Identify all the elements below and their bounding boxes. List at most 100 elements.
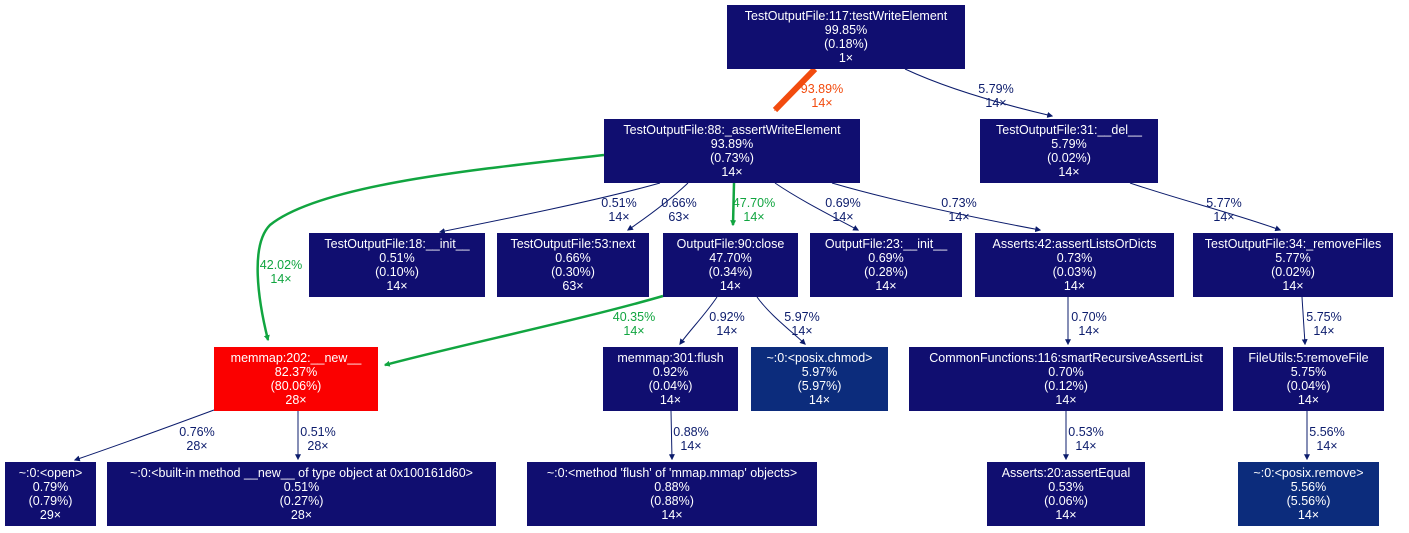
node-func: TestOutputFile:18:__init__ [324, 237, 470, 251]
edge-percentage: 5.75% [1306, 310, 1342, 324]
edge-percentage: 42.02% [259, 258, 303, 272]
edge-n_flush-to-n_mmap_flush [668, 410, 675, 461]
node-calls: 14× [1297, 508, 1320, 522]
edge-label: 0.51%14× [601, 196, 636, 224]
node-memmap-new[interactable]: memmap:202:__new__82.37%(80.06%)28× [214, 347, 378, 411]
edge-label: 0.88%14× [673, 425, 708, 453]
node-self: (0.34%) [708, 265, 753, 279]
node-self: (5.56%) [1286, 494, 1331, 508]
node-func: memmap:301:flush [617, 351, 724, 365]
node-self: (0.02%) [1271, 265, 1315, 279]
node-total: 0.88% [654, 480, 690, 494]
node-func: memmap:202:__new__ [230, 351, 362, 365]
node-func: TestOutputFile:34:_removeFiles [1204, 237, 1382, 251]
node-total: 0.53% [1048, 480, 1084, 494]
edge-percentage: 0.92% [709, 310, 745, 324]
edge-percentage: 0.70% [1071, 310, 1107, 324]
node-calls: 14× [1063, 279, 1086, 293]
edge-label: 0.70%14× [1071, 310, 1106, 338]
edge-label: 0.76%28× [179, 425, 214, 453]
edge-calls: 14× [811, 96, 833, 110]
node-builtin-new[interactable]: ~:0:<built-in method __new__ of type obj… [107, 462, 496, 526]
edge-percentage: 40.35% [612, 310, 656, 324]
edge-calls: 28× [307, 439, 329, 453]
node-total: 5.97% [801, 365, 838, 379]
node-func: TestOutputFile:53:next [510, 237, 636, 251]
node-total: 0.73% [1056, 251, 1093, 265]
node-total: 0.69% [868, 251, 904, 265]
edge-n_root-to-n_assert [772, 66, 818, 113]
node-calls: 14× [1297, 393, 1320, 407]
node-calls: 28× [290, 508, 313, 522]
node-total: 5.79% [1051, 137, 1087, 151]
node-func: CommonFunctions:116:smartRecursiveAssert… [929, 351, 1203, 365]
edge-label: 0.92%14× [709, 310, 744, 338]
node-total: 0.92% [652, 365, 689, 379]
edge-n_assert-to-n_init18 [438, 182, 661, 235]
edge-label: 5.75%14× [1306, 310, 1341, 338]
node-test-init[interactable]: TestOutputFile:18:__init__0.51%(0.10%)14… [309, 233, 485, 297]
node-del[interactable]: TestOutputFile:31:__del__5.79%(0.02%)14× [980, 119, 1158, 183]
node-calls: 14× [808, 393, 831, 407]
edge-label: 0.51%28× [300, 425, 335, 453]
node-total: 0.70% [1048, 365, 1084, 379]
edge-label: 93.89%14× [801, 82, 843, 110]
node-smart-recursive-assert[interactable]: CommonFunctions:116:smartRecursiveAssert… [909, 347, 1223, 411]
edge-calls: 14× [791, 324, 813, 338]
node-func: TestOutputFile:88:_assertWriteElement [623, 123, 841, 137]
edge-percentage: 5.56% [1309, 425, 1345, 439]
edge-percentage: 5.79% [978, 82, 1014, 96]
node-calls: 14× [875, 279, 897, 293]
edge-calls: 63× [668, 210, 690, 224]
node-total: 99.85% [824, 23, 868, 37]
edge-n_root-to-n_del [904, 68, 1054, 118]
edge-n_close-to-n_chmod [756, 296, 806, 345]
node-self: (0.79%) [28, 494, 73, 508]
node-output-init[interactable]: OutputFile:23:__init__0.69%(0.28%)14× [810, 233, 962, 297]
edge-n_memnew-to-n_open [73, 409, 215, 462]
edge-calls: 14× [1213, 210, 1235, 224]
node-posix-chmod[interactable]: ~:0:<posix.chmod>5.97%(5.97%)14× [751, 347, 888, 411]
edge-label: 0.73%14× [941, 196, 976, 224]
edge-label: 0.66%63× [661, 196, 696, 224]
node-mmap-flush-method[interactable]: ~:0:<method 'flush' of 'mmap.mmap' objec… [527, 462, 817, 526]
node-self: (5.97%) [797, 379, 842, 393]
edge-n_assert-to-n_memnew [256, 153, 605, 342]
edge-calls: 14× [1313, 324, 1335, 338]
node-self: (0.02%) [1047, 151, 1091, 165]
edge-calls: 14× [948, 210, 970, 224]
node-calls: 28× [285, 393, 307, 407]
node-total: 93.89% [710, 137, 754, 151]
edge-calls: 14× [1316, 439, 1338, 453]
node-calls: 14× [1058, 165, 1080, 179]
node-total: 5.56% [1290, 480, 1327, 494]
node-total: 5.75% [1290, 365, 1327, 379]
edge-n_remove_files-to-n_remove_file [1301, 296, 1308, 346]
node-func: Asserts:20:assertEqual [1001, 466, 1131, 480]
node-self: (0.28%) [864, 265, 908, 279]
edge-percentage: 0.76% [179, 425, 215, 439]
node-posix-remove[interactable]: ~:0:<posix.remove>5.56%(5.56%)14× [1238, 462, 1379, 526]
edge-calls: 14× [743, 210, 765, 224]
node-open[interactable]: ~:0:<open>0.79%(0.79%)29× [5, 462, 96, 526]
edge-percentage: 93.89% [800, 82, 844, 96]
node-self: (80.06%) [270, 379, 322, 393]
edge-n_del-to-n_remove_files [1129, 182, 1282, 232]
node-calls: 14× [1282, 279, 1304, 293]
edge-label: 47.70%14× [733, 196, 775, 224]
edge-calls: 28× [186, 439, 208, 453]
edge-n_close-to-n_memnew [383, 294, 664, 367]
edge-calls: 14× [985, 96, 1007, 110]
node-func: OutputFile:23:__init__ [824, 237, 948, 251]
edge-percentage: 5.77% [1206, 196, 1242, 210]
edge-n_close-to-n_flush [679, 296, 718, 345]
